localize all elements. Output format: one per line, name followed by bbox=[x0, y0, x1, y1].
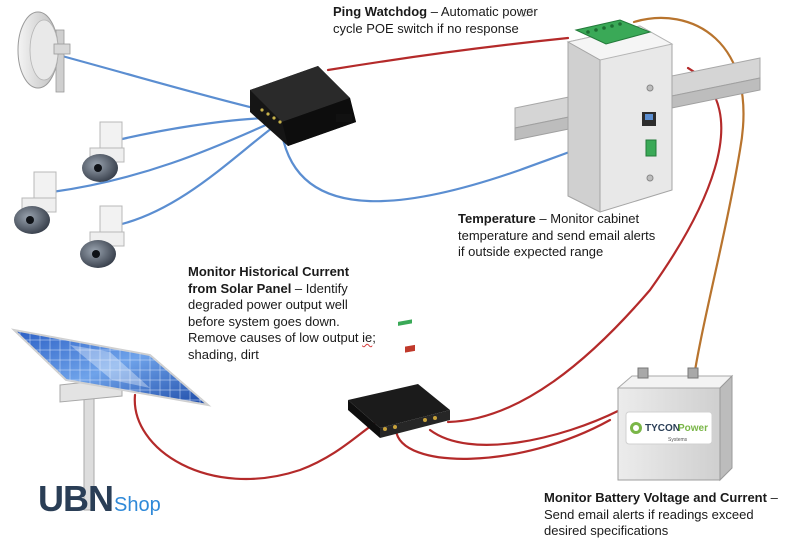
callout-ping-title: Ping Watchdog bbox=[333, 4, 428, 19]
callout-temp-body: Monitor cabinet temperature and send ema… bbox=[458, 211, 656, 259]
callout-solar-body: Identify degraded power output well befo… bbox=[188, 280, 363, 346]
data-cables bbox=[50, 54, 650, 227]
callout-solar: Monitor Historical Current from Solar Pa… bbox=[188, 264, 376, 362]
callout-ping-watchdog: Ping Watchdog – Automatic power cycle PO… bbox=[333, 4, 538, 36]
power-cable-solar bbox=[133, 393, 382, 481]
ubn-shop-logo: UBNShop bbox=[38, 478, 161, 520]
callout-battery-body: Send email alerts if readings exceed des… bbox=[544, 506, 754, 539]
power-cables bbox=[133, 36, 723, 481]
dish-antenna bbox=[17, 11, 71, 93]
dome-camera-top bbox=[82, 121, 125, 182]
callout-solar-title: Monitor Historical Current from Solar Pa… bbox=[188, 264, 350, 296]
callout-solar-body-end: ; shading, dirt bbox=[188, 330, 376, 362]
battery-brand-power: Power bbox=[678, 423, 708, 434]
data-cable-camera-top bbox=[116, 116, 268, 142]
sense-cables bbox=[632, 16, 745, 392]
battery-brand-sub: Systems bbox=[668, 437, 688, 443]
callout-battery-title: Monitor Battery Voltage and Current bbox=[544, 490, 767, 505]
callout-temp-title: Temperature bbox=[458, 211, 536, 226]
data-cable-camera-bottom bbox=[116, 126, 274, 227]
logo-shop: Shop bbox=[114, 494, 161, 516]
power-cable-watchdog-down bbox=[446, 66, 723, 424]
sense-cable-battery bbox=[632, 16, 745, 392]
power-cable-controller-battery-2 bbox=[428, 408, 622, 446]
battery-brand: TYCON bbox=[645, 423, 680, 434]
callout-solar-misspelled-word: ie bbox=[362, 330, 373, 345]
callout-ping-body: Automatic power cycle POE switch if no r… bbox=[333, 4, 538, 36]
terminal-block bbox=[574, 19, 652, 45]
data-cable-dish bbox=[60, 54, 264, 112]
solar-panel bbox=[10, 328, 212, 511]
dome-camera-bottom bbox=[80, 205, 125, 268]
data-cable-camera-left bbox=[50, 122, 270, 194]
ping-watchdog-device bbox=[566, 19, 674, 213]
power-cable-watchdog-to-poe bbox=[326, 36, 570, 72]
battery: TYCON Power Systems bbox=[616, 367, 734, 482]
poe-switch bbox=[250, 66, 356, 146]
dome-camera-left bbox=[14, 171, 57, 234]
logo-ubn: UBN bbox=[38, 478, 114, 519]
charge-controller bbox=[348, 319, 450, 438]
power-cable-controller-battery-1 bbox=[394, 418, 612, 460]
callout-temperature: Temperature – Monitor cabinet temperatur… bbox=[458, 211, 656, 259]
callout-battery: Monitor Battery Voltage and Current – Se… bbox=[544, 490, 778, 539]
